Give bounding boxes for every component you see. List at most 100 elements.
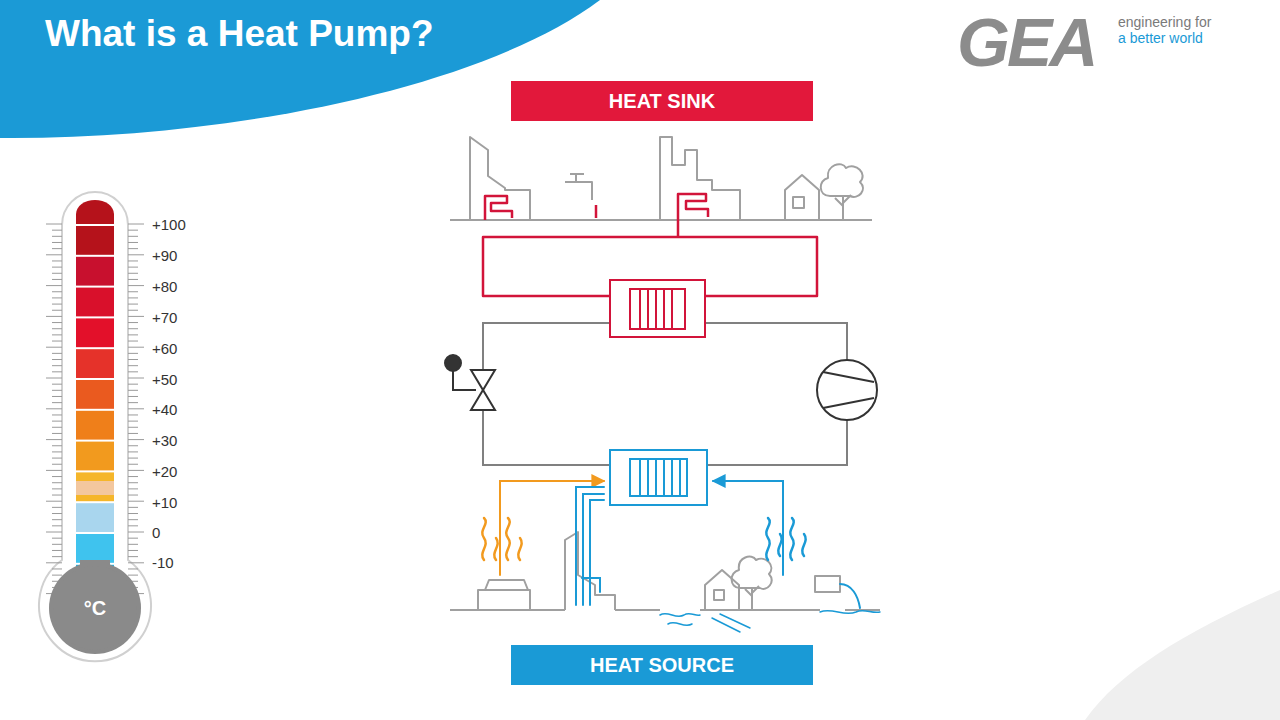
thermometer-ticks-part — [128, 279, 138, 280]
sink-scene-part — [470, 137, 530, 220]
thermometer-column-part — [76, 226, 114, 255]
scale-number: +40 — [152, 402, 177, 417]
thermometer-ticks-part — [52, 371, 62, 372]
thermometer-ticks-part — [52, 242, 62, 243]
source-scene-part — [815, 576, 840, 592]
thermometer-ticks-part — [52, 297, 62, 298]
thermometer-ticks-part — [46, 224, 62, 225]
thermometer-ticks-part — [52, 267, 62, 268]
thermometer-ticks-part — [52, 458, 62, 459]
refrigerant-circuit-part — [483, 323, 610, 465]
thermometer-ticks-part — [52, 433, 62, 434]
condenser-part — [610, 280, 705, 337]
thermometer-ticks-part — [128, 445, 138, 446]
source-heat-lines-part-part — [482, 518, 485, 560]
sink-scene-part — [835, 195, 851, 220]
source-heat-lines-part — [576, 481, 880, 632]
thermometer-ticks-part — [52, 359, 62, 360]
source-heat-lines-part — [482, 481, 604, 575]
scale-number: +80 — [152, 279, 177, 294]
title-swoosh — [0, 0, 600, 138]
thermometer — [39, 192, 151, 661]
thermometer-ticks-part — [128, 538, 138, 539]
thermometer-ticks-part — [128, 519, 138, 520]
source-heat-lines-part-part — [790, 518, 793, 560]
thermometer-ticks-part — [52, 507, 62, 508]
thermometer-ticks-part — [128, 458, 138, 459]
source-scene-part — [745, 586, 759, 610]
source-scene-part — [478, 590, 530, 610]
thermometer-ticks-part — [52, 384, 62, 385]
source-heat-lines-part-part — [582, 578, 600, 592]
sink-scene-part — [821, 164, 863, 197]
sink-heat-lines-part — [595, 205, 598, 218]
source-heat-lines-part-part — [583, 494, 604, 605]
thermometer-ticks-part — [46, 562, 62, 563]
thermometer-bulb: °C — [53, 566, 137, 650]
thermometer-ticks-part — [128, 408, 144, 409]
thermometer-part — [49, 562, 141, 654]
corner-swoosh — [1085, 590, 1280, 720]
thermometer-ticks-part — [46, 347, 62, 348]
thermometer-ticks-part — [46, 501, 62, 502]
thermometer-ticks-part — [46, 316, 62, 317]
thermometer-ticks-part — [128, 402, 138, 403]
thermometer-column-part — [76, 288, 114, 317]
source-heat-lines-part-part — [506, 518, 509, 560]
source-heat-lines-part-part — [590, 500, 604, 605]
node-label: °C — [84, 597, 106, 620]
thermometer-column-part — [76, 481, 114, 495]
tagline-text: a better world — [1118, 31, 1203, 45]
thermometer-ticks-part — [128, 310, 138, 311]
scale-number: +70 — [152, 310, 177, 325]
thermometer-ticks-part — [52, 421, 62, 422]
thermometer-ticks-part — [52, 236, 62, 237]
thermometer-ticks-part — [52, 279, 62, 280]
thermometer-column-part — [76, 472, 114, 501]
source-heat-lines-part-part — [820, 611, 880, 614]
source-heat-lines-part-part — [494, 538, 497, 560]
thermometer-ticks-part — [46, 378, 62, 379]
scale-number: +60 — [152, 341, 177, 356]
scale-number: +10 — [152, 495, 177, 510]
evaporator-part — [630, 459, 687, 496]
thermometer-ticks-part — [52, 396, 62, 397]
thermometer-column-part — [76, 380, 114, 409]
refrigerant-circuit — [483, 323, 847, 465]
thermometer-ticks-part — [128, 501, 144, 502]
thermometer-ticks-part — [52, 451, 62, 452]
evaporator-part — [640, 459, 680, 496]
source-scene-part — [732, 557, 772, 589]
thermometer-ticks-part — [128, 230, 138, 231]
thermometer-ticks-part — [128, 550, 138, 551]
thermometer-ticks-part — [52, 328, 62, 329]
thermometer-ticks-part — [128, 291, 138, 292]
thermometer-ticks-part — [52, 519, 62, 520]
expansion-valve-part — [453, 370, 476, 390]
source-heat-lines-part-part — [840, 584, 860, 608]
source-heat-lines-part-part — [518, 538, 521, 560]
thermometer-ticks-part — [128, 248, 138, 249]
thermometer-ticks-part — [128, 224, 144, 225]
thermometer-ticks-part — [52, 544, 62, 545]
thermometer-ticks-part — [52, 550, 62, 551]
thermometer-ticks-part — [52, 353, 62, 354]
expansion-valve — [445, 355, 495, 410]
thermometer-ticks-part — [128, 341, 138, 342]
sink-scene-part — [660, 137, 740, 220]
thermometer-column-part — [76, 534, 114, 563]
thermometer-ticks-part — [52, 525, 62, 526]
thermometer-ticks-part — [52, 322, 62, 323]
thermometer-ticks-part — [128, 513, 138, 514]
source-heat-lines-part-part — [778, 534, 781, 556]
source-heat-lines-part-part — [713, 481, 783, 575]
thermometer-ticks-part — [52, 230, 62, 231]
logo-text: GEA — [957, 8, 1095, 76]
sink-heat-lines-part — [485, 196, 512, 220]
tagline-text: engineering for — [1118, 15, 1211, 29]
thermometer-ticks-part — [128, 476, 138, 477]
thermometer-column-part — [76, 200, 114, 224]
scale-number: +20 — [152, 464, 177, 479]
thermometer-ticks-part — [52, 341, 62, 342]
thermometer-ticks-part — [52, 482, 62, 483]
